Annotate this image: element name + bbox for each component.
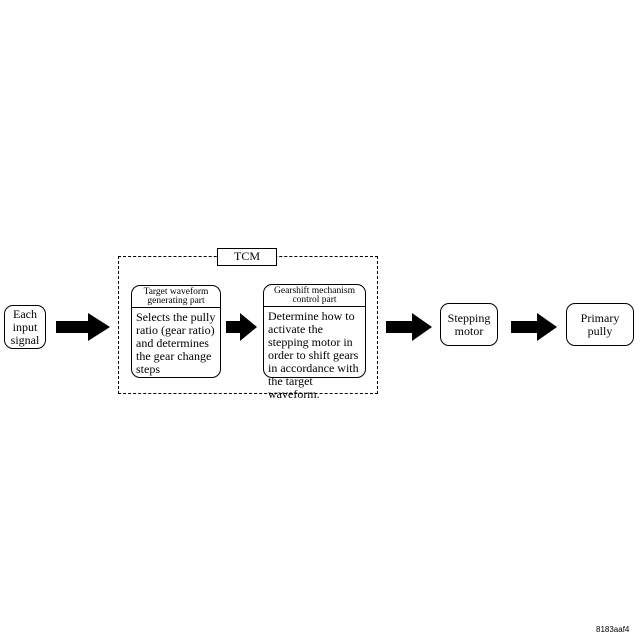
input-signal-node: Each input signal [4,305,46,349]
gearshift-control-title: Gearshift mechanism control part [264,285,365,307]
target-waveform-title: Target waveform generating part [132,286,220,308]
stepping-motor-label: Stepping motor [447,310,491,338]
arrow-target-to-gearshift [226,313,257,341]
tcm-label: TCM [217,248,277,266]
target-waveform-node: Target waveform generating part Selects … [131,285,221,378]
arrow-input-to-tcm [56,313,110,341]
gearshift-control-body: Determine how to activate the stepping m… [268,309,359,401]
figure-code: 8183aaf4 [596,625,630,634]
target-waveform-body: Selects the pully ratio (gear ratio) and… [136,310,216,376]
stepping-motor-node: Stepping motor [440,303,498,346]
arrow-stepping-to-primary [511,313,557,341]
primary-pully-label: Primary pully [580,310,620,338]
arrow-tcm-to-stepping [386,313,432,341]
gearshift-control-node: Gearshift mechanism control part Determi… [263,284,366,401]
input-signal-label: Each input signal [10,306,40,347]
primary-pully-node: Primary pully [566,303,634,346]
